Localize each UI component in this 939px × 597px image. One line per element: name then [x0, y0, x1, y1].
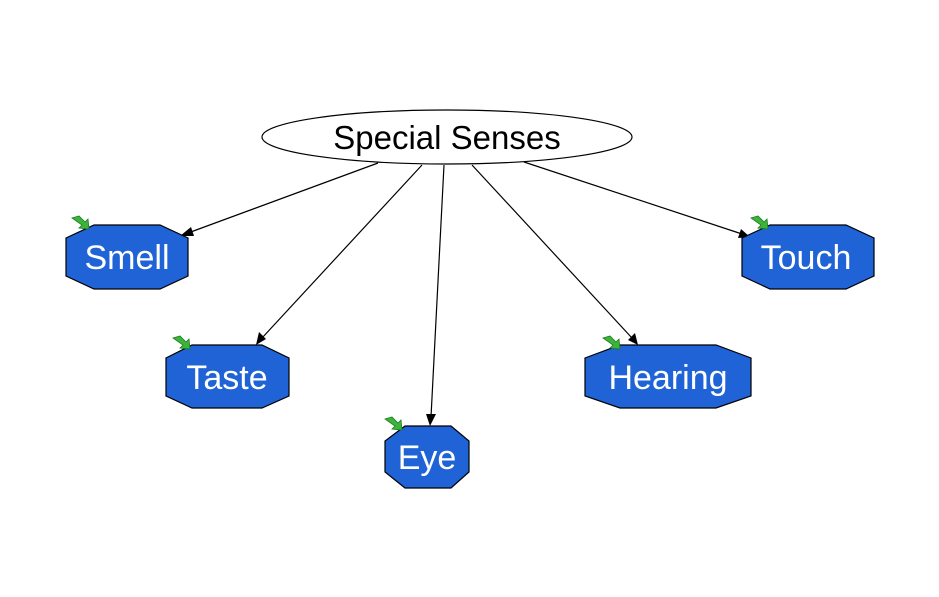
node-hearing[interactable]: Hearing — [584, 335, 752, 409]
node-eye[interactable]: Eye — [384, 416, 470, 489]
node-taste-shape — [165, 344, 290, 409]
green-arrow-marker-icon — [384, 416, 403, 431]
arrowhead-smell — [180, 227, 194, 236]
node-eye-shape — [384, 425, 470, 489]
node-smell[interactable]: Smell — [65, 215, 189, 290]
edge-root-touch — [523, 161, 743, 235]
green-arrow-marker-icon — [172, 335, 191, 350]
root-label: Special Senses — [333, 119, 560, 156]
arrowhead-hearing — [628, 333, 638, 345]
root-node[interactable]: Special Senses — [261, 109, 633, 165]
edge-root-smell — [187, 162, 379, 234]
node-touch-label: Touch — [761, 239, 852, 277]
node-touch-shape — [741, 224, 875, 290]
node-eye-label: Eye — [398, 439, 457, 477]
green-arrow-marker-icon — [71, 215, 90, 230]
arrowhead-eye — [426, 414, 436, 426]
edge-root-hearing — [471, 164, 633, 339]
arrowhead-taste — [256, 332, 266, 345]
node-smell-label: Smell — [84, 239, 169, 277]
node-taste-label: Taste — [186, 359, 267, 397]
root-ellipse — [261, 109, 633, 165]
green-arrow-marker-icon — [602, 335, 621, 350]
node-touch[interactable]: Touch — [741, 215, 875, 290]
node-hearing-label: Hearing — [608, 359, 727, 397]
node-taste[interactable]: Taste — [165, 335, 290, 409]
edges — [180, 161, 750, 426]
edge-root-taste — [261, 164, 423, 339]
node-hearing-shape — [584, 344, 752, 409]
edge-root-eye — [430, 164, 445, 418]
green-arrow-marker-icon — [750, 215, 769, 230]
node-smell-shape — [65, 224, 189, 290]
